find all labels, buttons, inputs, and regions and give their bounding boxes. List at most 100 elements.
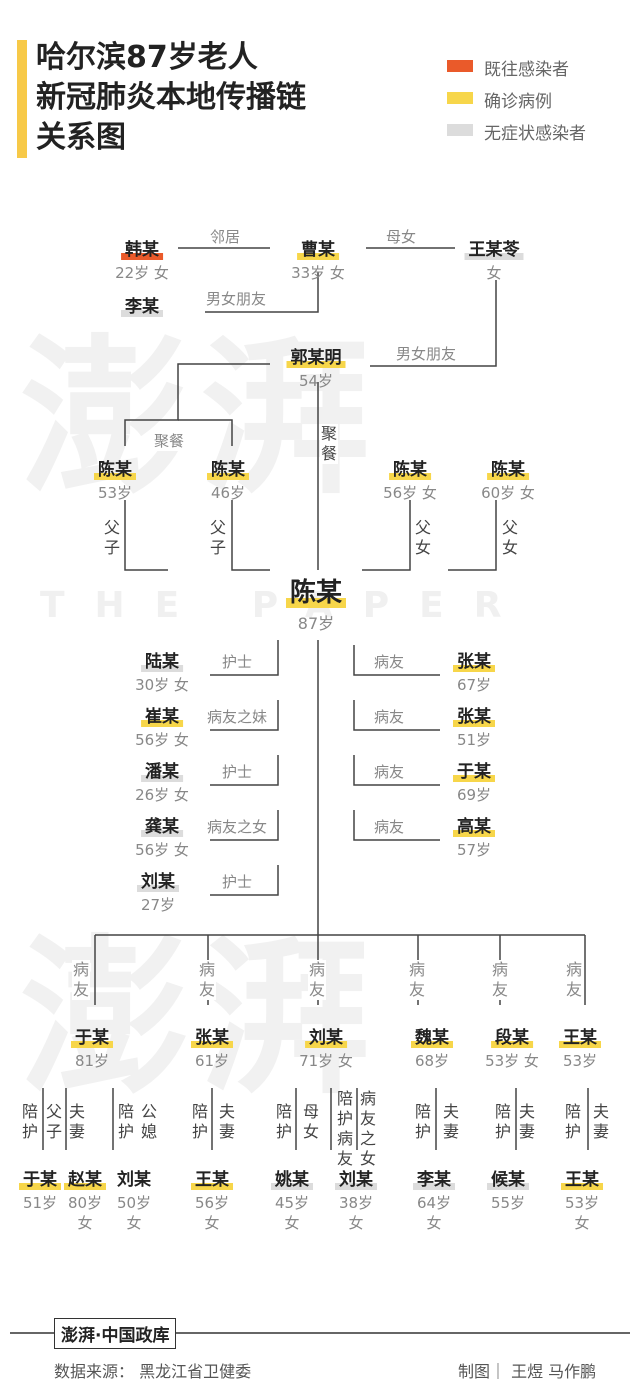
node-info: 53岁 bbox=[564, 1194, 600, 1212]
legend-swatch-orange bbox=[447, 60, 473, 72]
relation-label-vertical: 陪护 bbox=[191, 1102, 208, 1141]
node-info: 53岁 bbox=[97, 484, 133, 502]
relation-label-vertical: 陪护 bbox=[117, 1102, 134, 1141]
node-name: 陆某 bbox=[140, 652, 183, 672]
credit: 制图｜ 王煜 马作鹏 bbox=[458, 1362, 597, 1381]
relation-label-vertical: 父子 bbox=[209, 518, 226, 557]
node-left-1: 崔某 56岁 女 bbox=[135, 707, 189, 750]
relation-label-vertical: 病友 bbox=[308, 960, 326, 1000]
node-name: 陈某 bbox=[285, 578, 347, 608]
node-name: 陈某 bbox=[94, 460, 136, 480]
title-line-2: 新冠肺炎本地传播链 bbox=[36, 80, 306, 115]
footer-logo: 澎湃·中国政库 bbox=[54, 1318, 177, 1349]
relation-label-vertical: 母女 bbox=[302, 1102, 319, 1141]
relation-label-vertical: 病友之女 bbox=[359, 1089, 376, 1168]
relation-label-vertical: 病友 bbox=[198, 960, 216, 1000]
node-sex: 女 bbox=[426, 1214, 442, 1232]
node-info: 26岁 女 bbox=[135, 786, 189, 804]
node-left-2: 潘某 26岁 女 bbox=[135, 762, 189, 805]
title-line-1: 哈尔滨87岁老人 bbox=[36, 40, 258, 75]
node-name: 张某 bbox=[453, 652, 495, 672]
node-bottom-8: 王某 53岁 女 bbox=[561, 1170, 603, 1233]
relation-label: 护士 bbox=[220, 761, 255, 782]
node-name: 崔某 bbox=[140, 707, 183, 727]
watermark-sub: THE PAPER bbox=[40, 585, 532, 626]
node-wang: 王某苓 女 bbox=[464, 240, 524, 283]
node-name: 张某 bbox=[453, 707, 495, 727]
node-info: 56岁 女 bbox=[383, 484, 437, 502]
node-sex: 女 bbox=[77, 1214, 93, 1232]
node-cao: 曹某 33岁 女 bbox=[291, 240, 345, 283]
node-name: 张某 bbox=[191, 1028, 233, 1048]
title-line-3: 关系图 bbox=[36, 120, 126, 155]
relation-label-vertical: 公媳 bbox=[140, 1102, 157, 1141]
relation-label-vertical: 陪护 bbox=[414, 1102, 431, 1141]
node-bottom-2: 刘某 50岁 女 bbox=[113, 1170, 155, 1233]
node-name: 郭某明 bbox=[286, 348, 346, 368]
relation-label: 护士 bbox=[220, 651, 255, 672]
relation-label-vertical: 父子 bbox=[103, 518, 120, 557]
node-han: 韩某 22岁 女 bbox=[115, 240, 169, 283]
node-info: 61岁 bbox=[194, 1052, 230, 1070]
node-name: 龚某 bbox=[140, 817, 183, 837]
node-right-2: 于某 69岁 bbox=[453, 762, 495, 805]
node-name: 于某 bbox=[453, 762, 495, 782]
data-source: 数据来源： 黑龙江省卫健委 bbox=[54, 1362, 252, 1381]
node-name: 高某 bbox=[453, 817, 495, 837]
node-sex: 女 bbox=[126, 1214, 142, 1232]
relation-label: 男女朋友 bbox=[204, 288, 269, 309]
relation-label-vertical: 病友 bbox=[408, 960, 426, 1000]
node-patient-2: 刘某 71岁 女 bbox=[299, 1028, 353, 1071]
legend-swatch-gray bbox=[447, 124, 473, 136]
node-info: 68岁 bbox=[414, 1052, 450, 1070]
node-info: 64岁 bbox=[416, 1194, 452, 1212]
legend-label: 无症状感染者 bbox=[484, 124, 586, 144]
node-name: 姚某 bbox=[271, 1170, 313, 1190]
relation-label-vertical: 病友 bbox=[491, 960, 509, 1000]
node-left-0: 陆某 30岁 女 bbox=[135, 652, 189, 695]
relation-label: 病友之女 bbox=[205, 816, 270, 837]
node-patient-0: 于某 81岁 bbox=[71, 1028, 113, 1071]
node-info: 22岁 女 bbox=[115, 264, 169, 282]
node-name: 李某 bbox=[413, 1170, 455, 1190]
node-info: 51岁 bbox=[22, 1194, 58, 1212]
node-name: 陈某 bbox=[486, 460, 529, 480]
node-name: 王某 bbox=[191, 1170, 233, 1190]
node-info: 56岁 女 bbox=[135, 731, 189, 749]
node-name: 于某 bbox=[19, 1170, 61, 1190]
relation-label: 病友 bbox=[372, 706, 407, 727]
relation-label-vertical: 夫妻 bbox=[442, 1102, 459, 1141]
relation-label: 病友 bbox=[372, 816, 407, 837]
node-sex: 女 bbox=[348, 1214, 364, 1232]
node-name: 刘某 bbox=[335, 1170, 377, 1190]
node-patient-3: 魏某 68岁 bbox=[411, 1028, 453, 1071]
node-right-3: 高某 57岁 bbox=[453, 817, 495, 860]
node-info: 46岁 bbox=[210, 484, 246, 502]
node-li: 李某 bbox=[121, 297, 163, 317]
node-info: 57岁 bbox=[456, 841, 492, 859]
node-bottom-7: 候某 55岁 bbox=[487, 1170, 529, 1213]
relation-label-vertical: 夫妻 bbox=[68, 1102, 85, 1141]
node-right-0: 张某 67岁 bbox=[453, 652, 495, 695]
node-sex: 女 bbox=[204, 1214, 220, 1232]
relation-label-vertical: 陪护 bbox=[564, 1102, 581, 1141]
node-name: 赵某 bbox=[64, 1170, 106, 1190]
relation-label-vertical: 父子 bbox=[45, 1102, 62, 1141]
relation-label: 邻居 bbox=[208, 226, 243, 247]
node-chen-53: 陈某 53岁 bbox=[94, 460, 136, 503]
relation-label-vertical: 夫妻 bbox=[218, 1102, 235, 1141]
node-info: 38岁 bbox=[338, 1194, 374, 1212]
relation-label: 病友 bbox=[372, 761, 407, 782]
node-name: 陈某 bbox=[388, 460, 431, 480]
page-title: 哈尔滨87岁老人 新冠肺炎本地传播链 关系图 bbox=[36, 38, 306, 158]
watermark: 澎湃 bbox=[20, 918, 381, 1118]
relation-label-vertical: 聚餐 bbox=[320, 424, 338, 464]
node-info: 56岁 bbox=[194, 1194, 230, 1212]
node-name: 刘某 bbox=[117, 1170, 151, 1190]
node-center-chen: 陈某 87岁 bbox=[285, 578, 347, 634]
node-info: 60岁 女 bbox=[481, 484, 535, 502]
node-chen-60: 陈某 60岁 女 bbox=[481, 460, 535, 503]
node-info: 53岁 女 bbox=[485, 1052, 539, 1070]
node-info: 80岁 bbox=[67, 1194, 103, 1212]
node-bottom-0: 于某 51岁 bbox=[19, 1170, 61, 1213]
